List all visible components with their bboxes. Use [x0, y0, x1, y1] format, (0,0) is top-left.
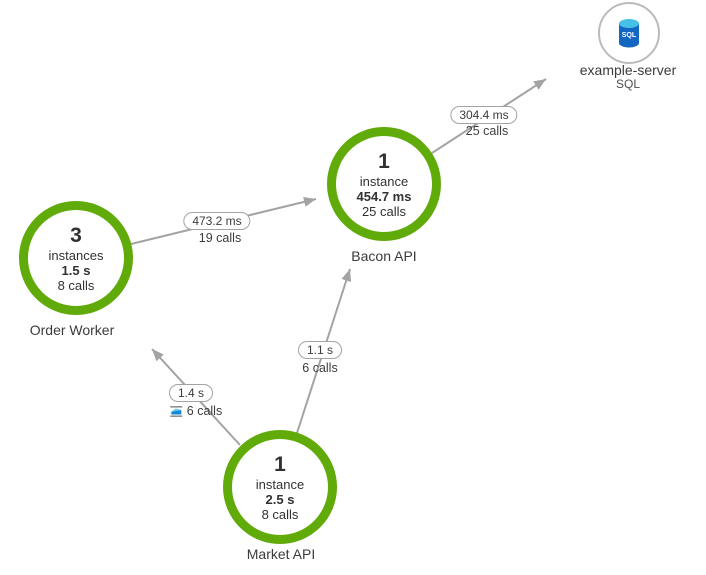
sql-icon-label: SQL — [622, 32, 637, 39]
instance-count: 1 — [378, 150, 390, 173]
node-market-api[interactable]: 1 instance 2.5 s 8 calls — [223, 430, 337, 544]
edge-calls-market-to-bacon: 6 calls — [302, 361, 338, 375]
avg-duration: 454.7 ms — [356, 189, 412, 204]
instance-count-label: instance — [359, 174, 409, 189]
edge-calls-order-to-bacon: 19 calls — [198, 231, 242, 245]
call-count: 8 calls — [261, 507, 299, 522]
instance-count-label: instance — [255, 477, 305, 492]
queue-message-icon — [170, 405, 183, 418]
edge-calls-text: 6 calls — [186, 404, 223, 418]
instance-count: 1 — [274, 453, 286, 476]
node-example-server[interactable]: SQL — [598, 2, 660, 64]
edge-duration-pill-bacon-to-server[interactable]: 304.4 ms — [450, 106, 518, 124]
node-type-label-sql: SQL — [615, 77, 641, 91]
avg-duration: 1.5 s — [61, 263, 91, 278]
instance-count: 3 — [70, 224, 82, 247]
edge-calls-bacon-to-server: 25 calls — [465, 124, 509, 138]
edge-duration-pill-market-to-bacon[interactable]: 1.1 s — [297, 341, 343, 359]
node-label-bacon-api: Bacon API — [351, 248, 417, 264]
edge-duration-pill-order-to-bacon[interactable]: 473.2 ms — [183, 212, 251, 230]
avg-duration: 2.5 s — [265, 492, 295, 507]
call-count: 8 calls — [57, 278, 95, 293]
edge-calls-market-upleft: 6 calls — [170, 404, 222, 418]
node-label-example-server: example-server — [579, 62, 677, 78]
node-label-market-api: Market API — [246, 546, 316, 562]
call-count: 25 calls — [361, 204, 407, 219]
node-order-worker[interactable]: 3 instances 1.5 s 8 calls — [19, 201, 133, 315]
node-bacon-api[interactable]: 1 instance 454.7 ms 25 calls — [327, 127, 441, 241]
edge-duration-pill-market-upleft[interactable]: 1.4 s — [168, 384, 214, 402]
sql-database-icon: SQL — [619, 18, 639, 47]
instance-count-label: instances — [48, 248, 104, 263]
node-label-order-worker: Order Worker — [29, 322, 115, 338]
